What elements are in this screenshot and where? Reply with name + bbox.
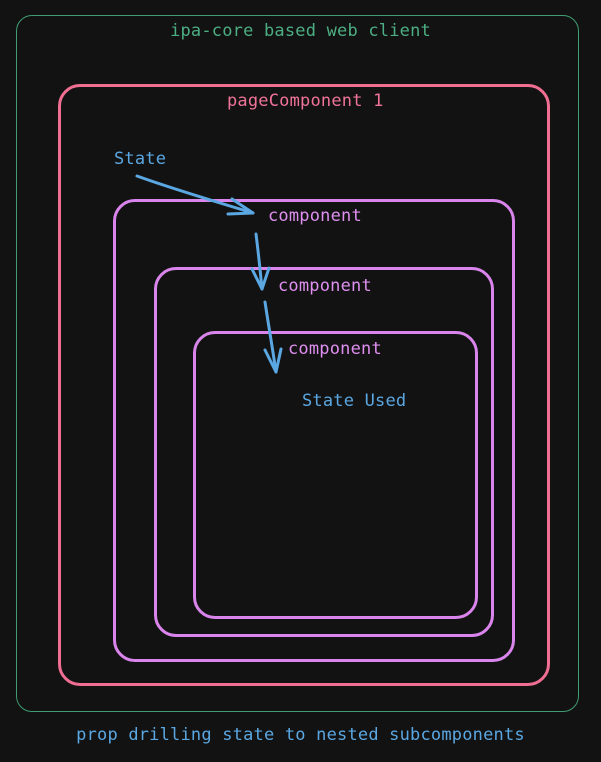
page-component-box — [58, 84, 550, 686]
state-label: State — [114, 149, 167, 169]
arrow-state-to-component-1 — [135, 174, 255, 215]
component-label-2: component — [278, 276, 372, 296]
component-box-3 — [193, 331, 478, 619]
component-label-3: component — [288, 339, 382, 359]
state-used-label: State Used — [302, 391, 407, 411]
diagram-caption: prop drilling state to nested subcompone… — [76, 725, 525, 745]
page-component-title: pageComponent 1 — [227, 91, 384, 111]
component-label-1: component — [268, 206, 362, 226]
arrow-component-1-to-component-2 — [254, 232, 264, 291]
arrow-head-1 — [226, 197, 255, 216]
arrow-component-2-to-state-used — [263, 300, 278, 374]
arrow-head-3 — [263, 347, 283, 374]
component-box-2 — [154, 267, 494, 637]
outer-client-title: ipa-core based web client — [170, 21, 431, 41]
arrow-head-2 — [250, 266, 271, 291]
outer-client-box — [16, 15, 579, 712]
component-box-1 — [113, 199, 515, 662]
